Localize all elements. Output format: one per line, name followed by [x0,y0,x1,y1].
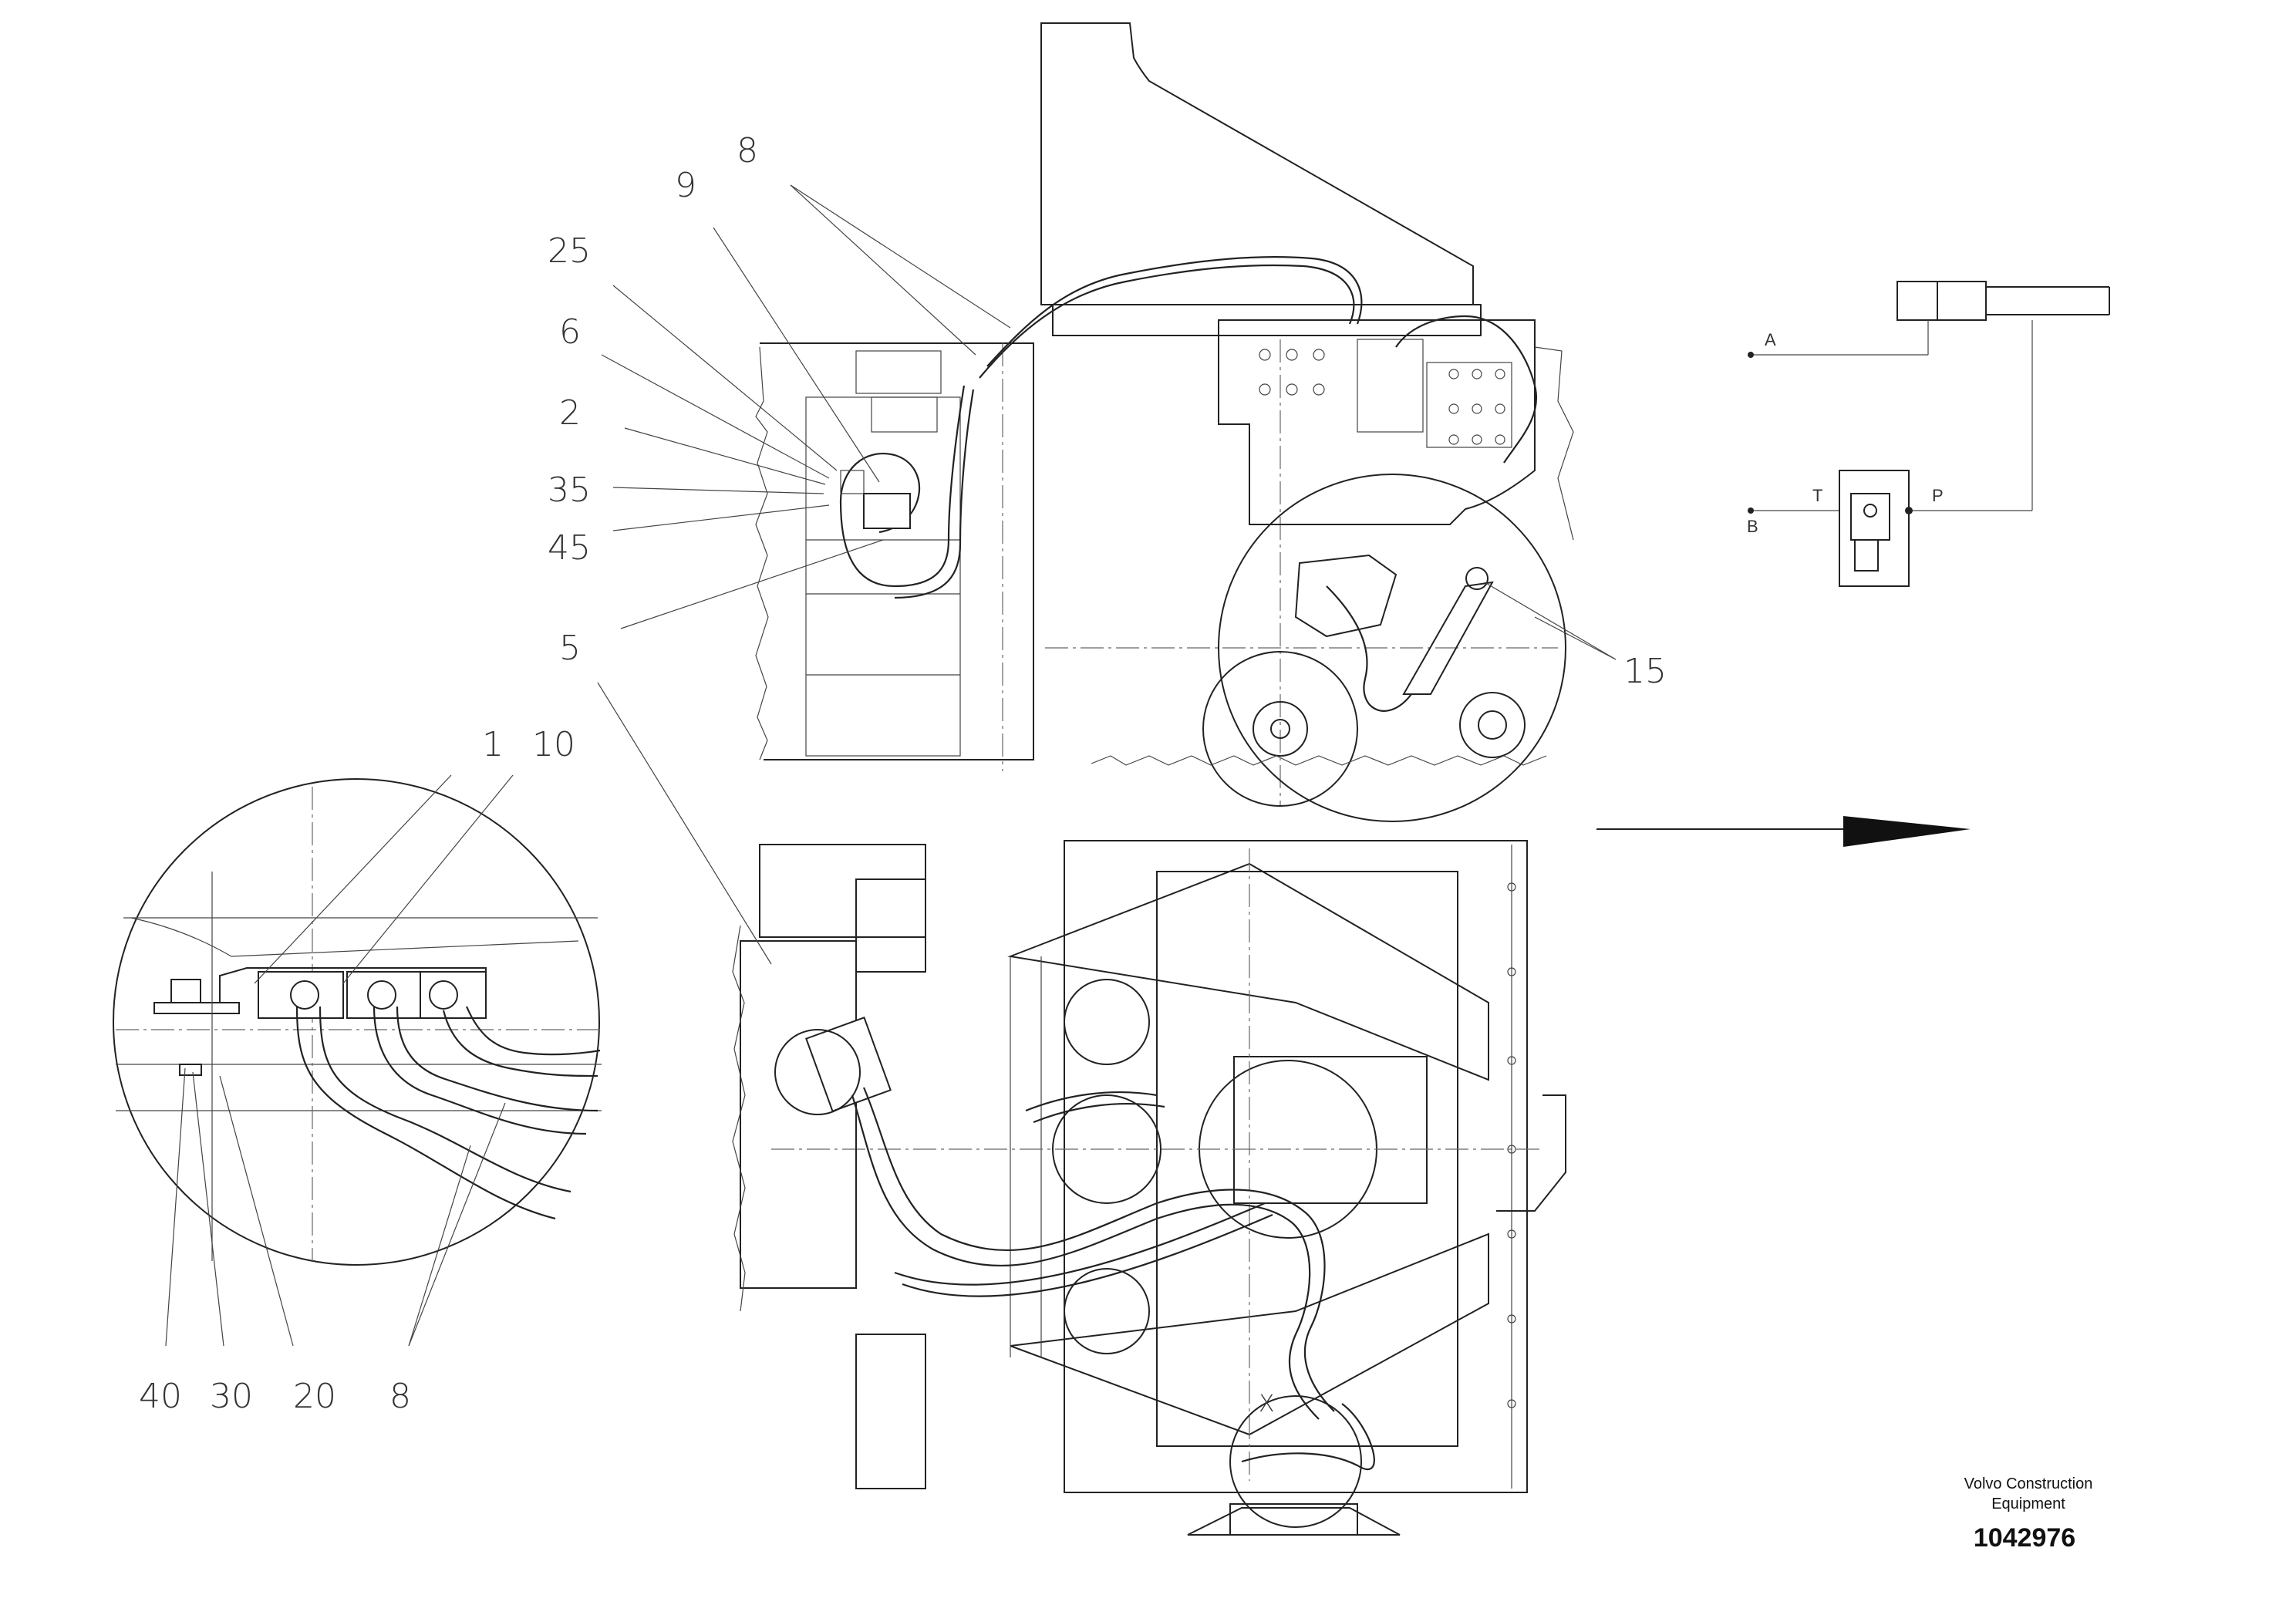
callout-35: 35 [548,470,591,510]
side-elevation-view [755,22,1574,822]
callout-40: 40 [139,1377,182,1416]
callout-25: 25 [548,231,591,271]
title-block: Volvo Construction Equipment 1042976 [1964,1475,2093,1553]
plan-view [732,840,1566,1536]
callout-30: 30 [210,1377,253,1416]
hydraulic-schematic: A B T P [1747,281,2110,587]
callout-8-top: 8 [737,131,758,170]
callout-9: 9 [675,166,696,205]
callout-10: 10 [532,725,575,764]
brand-line-1: Volvo Construction [1964,1475,2093,1492]
document-number: 1042976 [1974,1523,2075,1553]
port-t-label: T [1812,486,1822,505]
callout-15: 15 [1623,652,1667,691]
callout-20: 20 [293,1377,336,1416]
leader-lines [165,184,1617,1347]
callout-5: 5 [559,629,581,668]
brand-line-2: Equipment [1991,1496,2065,1512]
callout-8-bottom: 8 [389,1377,411,1416]
direction-arrow [1596,816,1971,847]
callout-labels: 8 9 25 6 2 35 45 5 15 1 10 40 30 20 8 X [139,131,1667,1418]
callout-1: 1 [482,725,504,764]
callout-2: 2 [559,393,581,433]
detail-marker-x: X [1259,1391,1275,1418]
port-a-label: A [1765,330,1776,349]
port-p-label: P [1932,486,1944,505]
port-b-label: B [1747,517,1758,536]
callout-6: 6 [559,312,581,352]
callout-45: 45 [548,528,591,568]
detail-x-view [113,778,602,1266]
